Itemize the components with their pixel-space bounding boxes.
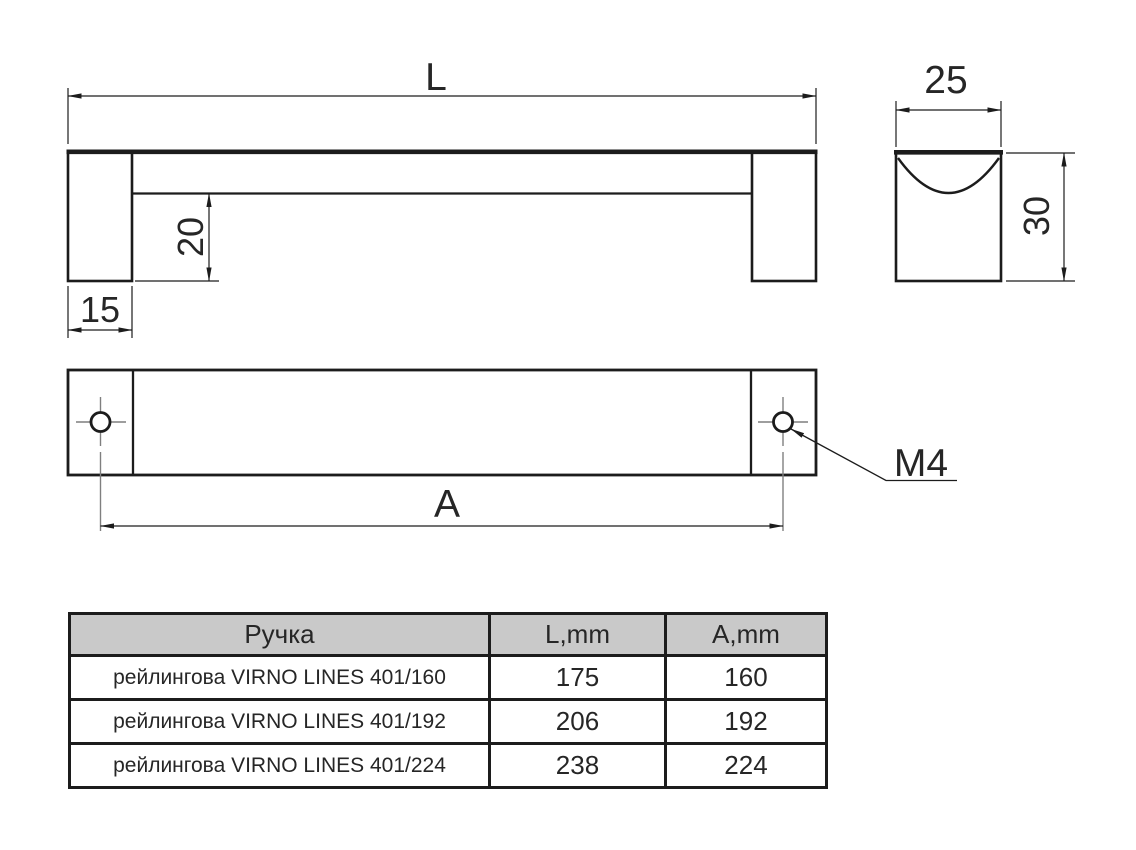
- spacing-value-cell: 160: [664, 654, 828, 701]
- spec-table: Ручка L,mm A,mm рейлингова VIRNO LINES 4…: [68, 612, 828, 789]
- length-value-cell: 238: [488, 742, 667, 789]
- front-view: L 20 15: [66, 56, 818, 338]
- table-row: рейлингова VIRNO LINES 401/224 238 224: [68, 742, 828, 789]
- length-value-cell: 175: [488, 654, 667, 701]
- table-row: рейлингова VIRNO LINES 401/192 206 192: [68, 698, 828, 745]
- dim-side-height-30: 30: [1006, 152, 1075, 282]
- right-screw-hole: [758, 397, 808, 531]
- dim-length-label: L: [425, 56, 447, 99]
- spacing-value-cell: 224: [664, 742, 828, 789]
- front-right-leg: [750, 150, 818, 283]
- side-body: [894, 151, 1003, 283]
- dim-leg-width-15: 15: [67, 286, 133, 338]
- dim-hole-spacing-A: A: [100, 483, 784, 529]
- dim-bar-height-label: 20: [170, 217, 211, 257]
- dim-leg-width-label: 15: [80, 289, 120, 330]
- length-value-cell: 206: [488, 698, 667, 745]
- left-screw-hole: [76, 397, 126, 531]
- col-header-length: L,mm: [488, 612, 667, 657]
- dim-side-width-25: 25: [895, 59, 1002, 147]
- dim-hole-spacing-label: A: [434, 483, 460, 526]
- dim-side-width-label: 25: [924, 59, 967, 102]
- spacing-value-cell: 192: [664, 698, 828, 745]
- handle-name-cell: рейлингова VIRNO LINES 401/224: [68, 742, 491, 789]
- col-header-handle: Ручка: [68, 612, 491, 657]
- handle-name-cell: рейлингова VIRNO LINES 401/160: [68, 654, 491, 701]
- dim-length-L: L: [67, 56, 817, 144]
- side-bar-arc: [897, 157, 1000, 194]
- drawing-canvas: L 20 15: [66, 56, 1075, 531]
- table-header-row: Ручка L,mm A,mm: [68, 612, 828, 657]
- handle-name-cell: рейлингова VIRNO LINES 401/192: [68, 698, 491, 745]
- front-left-leg: [66, 150, 134, 283]
- dim-side-height-label: 30: [1016, 196, 1057, 236]
- top-view: A M4: [66, 368, 957, 531]
- col-header-spacing: A,mm: [664, 612, 828, 657]
- thread-label: M4: [894, 442, 948, 485]
- thread-callout-M4: M4: [790, 428, 957, 485]
- side-view: 25 30: [894, 59, 1075, 283]
- top-body: [66, 368, 818, 477]
- table-row: рейлингова VIRNO LINES 401/160 175 160: [68, 654, 828, 701]
- dim-bar-height-20: 20: [135, 193, 219, 282]
